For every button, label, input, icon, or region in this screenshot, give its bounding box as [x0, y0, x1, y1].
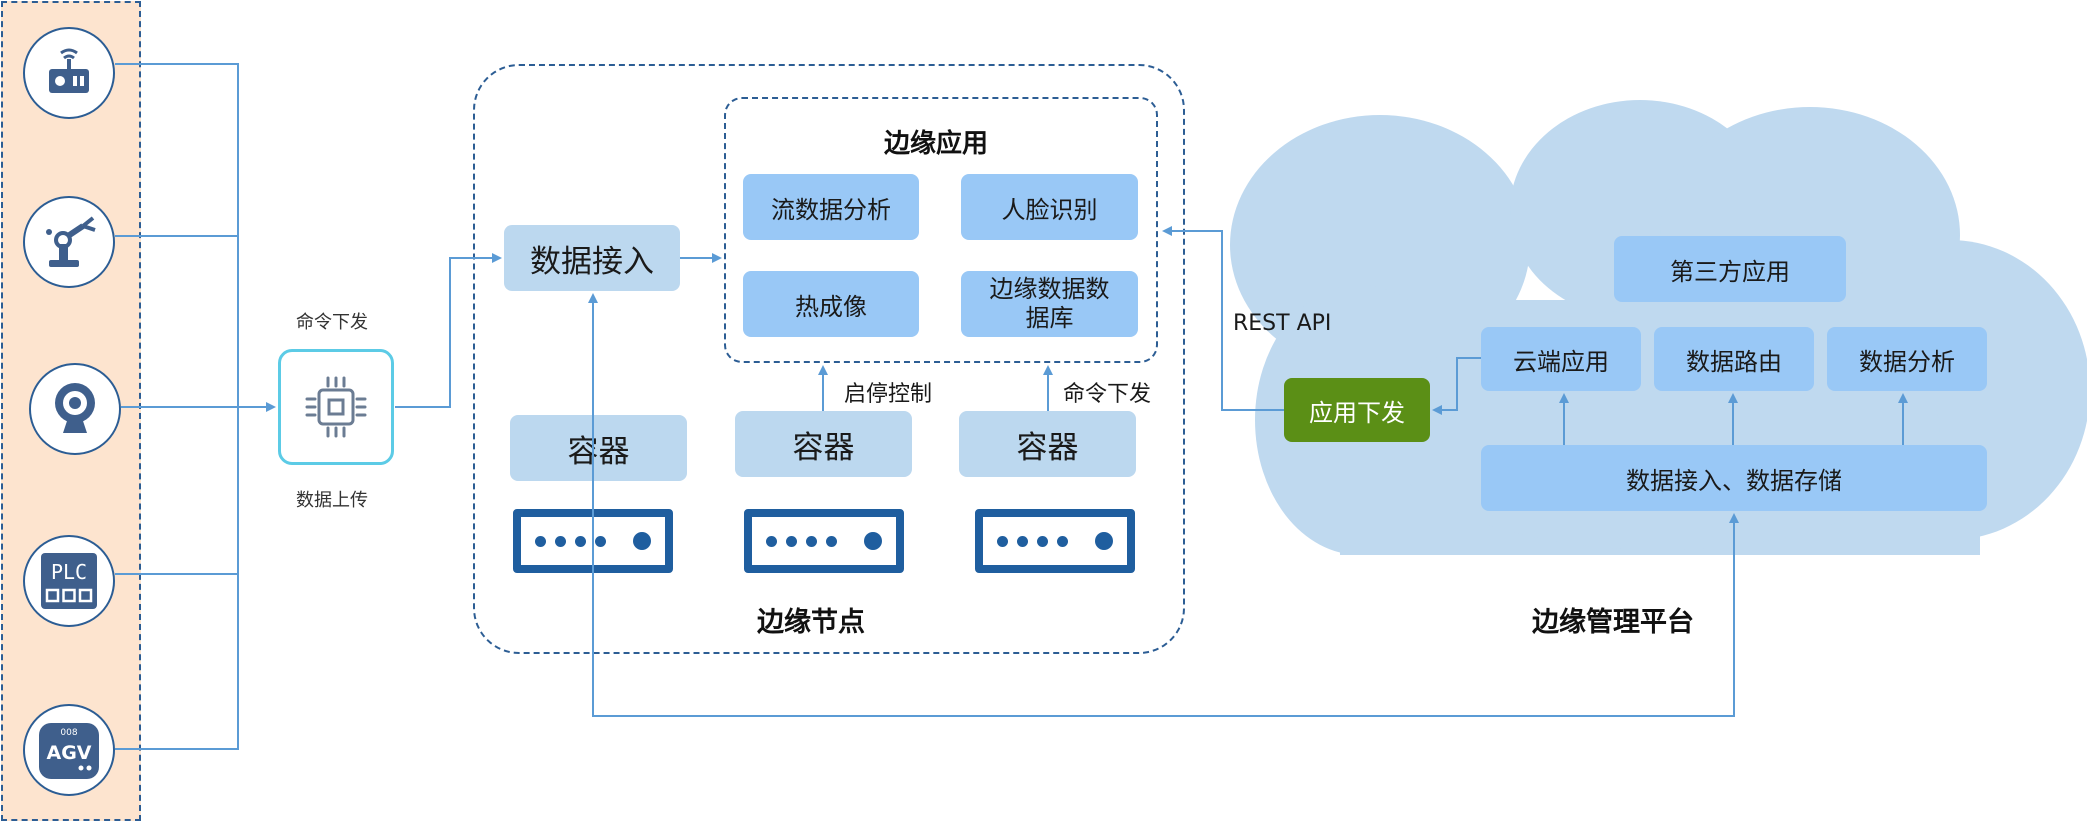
command-label: 命令下发	[1063, 382, 1152, 407]
cloud-app-box[interactable]: 云端应用	[1481, 327, 1641, 391]
platform-upload-arrow	[592, 485, 1739, 717]
agv-icon-text: AGV	[46, 742, 91, 764]
device-remote[interactable]	[23, 27, 115, 119]
device-agv[interactable]: 008 AGV	[23, 704, 115, 796]
app-edge-database[interactable]: 边缘数据数据库	[961, 271, 1138, 337]
data-routing-box[interactable]: 数据路由	[1654, 327, 1814, 391]
gateway-upload-label: 数据上传	[296, 490, 368, 511]
chip-icon	[305, 376, 367, 438]
app-thermal-imaging[interactable]: 热成像	[743, 271, 919, 337]
server-3	[975, 509, 1135, 573]
device-robot-arm[interactable]	[23, 196, 115, 288]
device-plc[interactable]: PLC	[23, 535, 115, 627]
webcam-icon	[55, 383, 95, 433]
agv-badge-text: 008	[60, 728, 77, 738]
app-deploy-box[interactable]: 应用下发	[1284, 378, 1430, 442]
edge-node-title: 边缘节点	[757, 607, 865, 638]
edge-app-frame	[724, 97, 1158, 363]
container-1[interactable]: 容器	[510, 415, 687, 481]
gateway-command-label: 命令下发	[296, 312, 368, 333]
start-stop-label: 启停控制	[844, 382, 933, 407]
rest-api-label: REST API	[1233, 311, 1332, 336]
data-ingest-box[interactable]: 数据接入	[504, 225, 680, 291]
remote-control-icon	[49, 48, 89, 93]
app-stream-analysis[interactable]: 流数据分析	[743, 174, 919, 240]
container-3[interactable]: 容器	[959, 411, 1136, 477]
gateway-to-ingest-arrow	[395, 253, 502, 408]
deploy-to-apps-arrow	[1162, 226, 1284, 411]
cloudapp-to-deploy-arrow	[1432, 357, 1481, 415]
third-party-app-box[interactable]: 第三方应用	[1614, 236, 1846, 302]
server-2	[744, 509, 904, 573]
agv-icon: 008 AGV	[39, 723, 99, 779]
device-webcam[interactable]	[29, 363, 121, 455]
platform-title: 边缘管理平台	[1532, 607, 1694, 638]
container-2[interactable]: 容器	[735, 411, 912, 477]
data-analysis-box[interactable]: 数据分析	[1827, 327, 1987, 391]
app-face-recognition[interactable]: 人脸识别	[961, 174, 1138, 240]
edge-gateway[interactable]	[278, 349, 394, 465]
edge-node-frame	[473, 64, 1185, 654]
data-storage-box[interactable]: 数据接入、数据存储	[1481, 445, 1987, 511]
edge-app-title: 边缘应用	[884, 129, 989, 159]
plc-icon-text: PLC	[51, 560, 87, 584]
robot-arm-icon	[46, 216, 96, 267]
plc-icon: PLC	[41, 553, 97, 609]
